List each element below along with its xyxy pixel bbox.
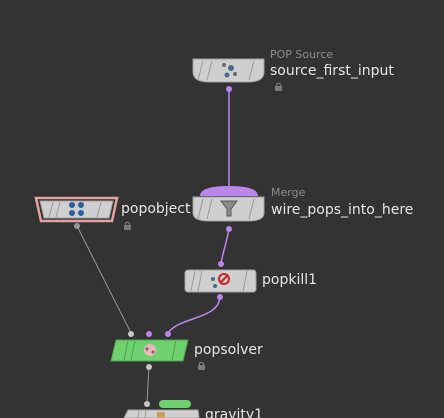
input-connector-1[interactable] xyxy=(128,331,134,337)
node-source-first-input[interactable] xyxy=(192,58,265,92)
merge-input-bar[interactable] xyxy=(200,186,258,196)
output-connector[interactable] xyxy=(217,294,223,300)
lock-icon[interactable] xyxy=(124,221,131,230)
node-name-label[interactable]: popkill1 xyxy=(262,272,318,288)
funnel-icon xyxy=(220,200,238,217)
input-connector-3[interactable] xyxy=(165,331,171,337)
node-popsolver[interactable] xyxy=(110,331,189,370)
node-name-label[interactable]: wire_pops_into_here xyxy=(271,202,414,218)
wire-popsolver-to-gravity[interactable] xyxy=(146,366,150,404)
node-name-label[interactable]: popsolver xyxy=(194,342,263,358)
input-connector-2[interactable] xyxy=(146,331,152,337)
node-type-label: POP Source xyxy=(270,48,334,61)
node-popobject[interactable] xyxy=(34,196,119,229)
gravity-icon xyxy=(157,412,165,418)
particle-source-icon xyxy=(222,63,237,78)
output-connector[interactable] xyxy=(146,364,152,370)
solver-icon xyxy=(144,344,156,356)
wire-popkill-to-popsolver[interactable] xyxy=(167,296,221,334)
node-type-label: Merge xyxy=(271,186,306,199)
lock-icon[interactable] xyxy=(198,361,205,370)
input-connector[interactable] xyxy=(144,401,150,407)
wire-popobject-to-popsolver[interactable] xyxy=(76,225,132,334)
node-name-label[interactable]: gravity1 xyxy=(205,407,264,418)
kill-icon xyxy=(211,273,230,288)
node-popkill1[interactable] xyxy=(184,261,257,300)
wire-merge-to-popkill[interactable] xyxy=(220,228,230,265)
input-connector[interactable] xyxy=(218,261,224,267)
particles-blue-icon xyxy=(69,202,84,216)
gravity-flag-bar[interactable] xyxy=(159,400,191,408)
output-connector[interactable] xyxy=(226,86,232,92)
lock-icon[interactable] xyxy=(275,82,282,91)
node-gravity1[interactable] xyxy=(123,400,200,418)
node-merge[interactable] xyxy=(192,186,265,232)
output-connector[interactable] xyxy=(74,223,80,229)
node-name-label[interactable]: popobject xyxy=(121,201,191,217)
node-name-label[interactable]: source_first_input xyxy=(270,63,394,79)
wires xyxy=(76,89,230,404)
output-connector[interactable] xyxy=(226,226,232,232)
